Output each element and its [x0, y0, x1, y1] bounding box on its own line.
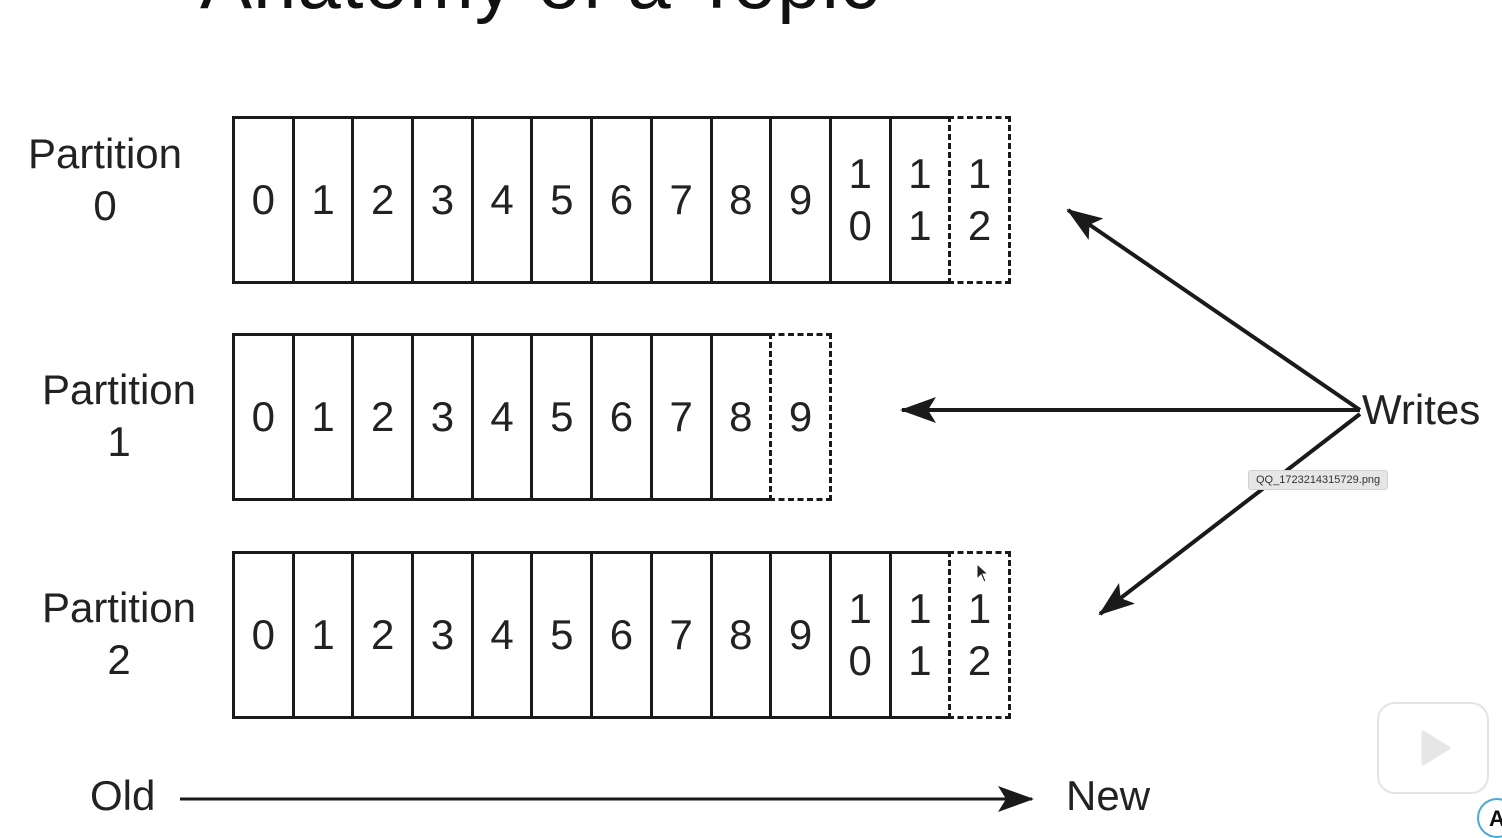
- offset-digit: 8: [729, 611, 753, 658]
- partition-1-label-number: 1: [107, 418, 131, 465]
- offset-digit: 1: [311, 176, 335, 223]
- diagram-title: Anatomy of a Topic: [200, 0, 880, 20]
- offset-digit: 1: [908, 202, 932, 249]
- offset-digit: 2: [967, 202, 992, 249]
- offset-digit: 9: [788, 611, 813, 658]
- offset-cell: 8: [709, 333, 773, 501]
- offset-cell: 1: [291, 116, 355, 284]
- offset-digit: 1: [967, 150, 992, 197]
- offset-digit: 4: [490, 176, 514, 223]
- write-arrow-partition-2: [1098, 412, 1362, 616]
- offset-cell: 5: [530, 116, 594, 284]
- offset-digit: 8: [729, 393, 753, 440]
- offset-cell: 7: [649, 551, 713, 719]
- offset-digit: 1: [311, 611, 335, 658]
- new-label: New: [1066, 772, 1151, 819]
- write-arrow-partition-0: [1066, 208, 1362, 412]
- offset-cell: 3: [411, 333, 474, 501]
- offset-digit: 3: [430, 611, 455, 658]
- offset-digit: 6: [609, 176, 634, 223]
- offset-digit: 4: [490, 393, 514, 440]
- partition-0-label-word: Partition: [27, 130, 183, 177]
- offset-digit: 8: [729, 176, 753, 223]
- offset-digit: 2: [967, 637, 992, 684]
- offset-digit: 7: [669, 393, 693, 440]
- offset-digit: 6: [609, 611, 634, 658]
- offset-digit: 1: [908, 150, 932, 197]
- offset-digit: 3: [430, 393, 455, 440]
- offset-cell: 9: [769, 551, 832, 719]
- offset-digit: 9: [788, 393, 813, 440]
- offset-digit: 2: [371, 611, 395, 658]
- old-label: Old: [90, 772, 156, 819]
- offset-digit: 4: [490, 611, 514, 658]
- offset-digit: 1: [848, 150, 872, 197]
- partition-2-label-number: 2: [107, 636, 131, 683]
- offset-digit: 5: [550, 611, 574, 658]
- file-name-tooltip: QQ_1723214315729.png: [1248, 470, 1389, 490]
- offset-cell: 6: [590, 333, 653, 501]
- offset-digit: 2: [371, 393, 395, 440]
- offset-cell: 4: [470, 333, 534, 501]
- offset-digit: 0: [848, 637, 872, 684]
- offset-digit: 0: [251, 611, 276, 658]
- offset-digit: 7: [669, 176, 693, 223]
- offset-cell: 2: [351, 116, 415, 284]
- play-icon: [1421, 730, 1451, 766]
- offset-digit: 2: [371, 176, 395, 223]
- offset-cell: 5: [530, 333, 594, 501]
- partition-0-label-number: 0: [93, 182, 117, 229]
- offset-cell: 6: [590, 116, 653, 284]
- next-offset-cell: 9: [769, 333, 832, 501]
- offset-digit: 1: [908, 585, 932, 632]
- offset-digit: 5: [550, 393, 574, 440]
- offset-cell: 0: [232, 116, 295, 284]
- partition-0-label: Partition 0: [22, 128, 188, 232]
- offset-digit: 0: [251, 176, 276, 223]
- writes-label: Writes: [1362, 386, 1481, 433]
- offset-digit: 9: [788, 176, 813, 223]
- offset-cell: 8: [709, 551, 773, 719]
- partition-2-label: Partition 2: [36, 582, 202, 686]
- video-play-button[interactable]: [1377, 702, 1489, 794]
- partition-2-label-word: Partition: [41, 584, 197, 631]
- mouse-cursor-icon: [976, 563, 990, 583]
- partition-1-label-word: Partition: [41, 366, 197, 413]
- partition-1-label: Partition 1: [36, 364, 202, 468]
- offset-digit: 3: [430, 176, 455, 223]
- offset-digit: 1: [908, 637, 932, 684]
- offset-cell: 7: [649, 333, 713, 501]
- offset-digit: 6: [609, 393, 634, 440]
- offset-cell: 6: [590, 551, 653, 719]
- offset-digit: 0: [848, 202, 872, 249]
- offset-digit: 1: [967, 585, 992, 632]
- offset-digit: 5: [550, 176, 574, 223]
- offset-digit: 7: [669, 611, 693, 658]
- offset-cell: 2: [351, 333, 415, 501]
- offset-digit: 1: [848, 585, 872, 632]
- offset-cell: 8: [709, 116, 773, 284]
- offset-digit: 0: [251, 393, 276, 440]
- offset-digit: 1: [311, 393, 335, 440]
